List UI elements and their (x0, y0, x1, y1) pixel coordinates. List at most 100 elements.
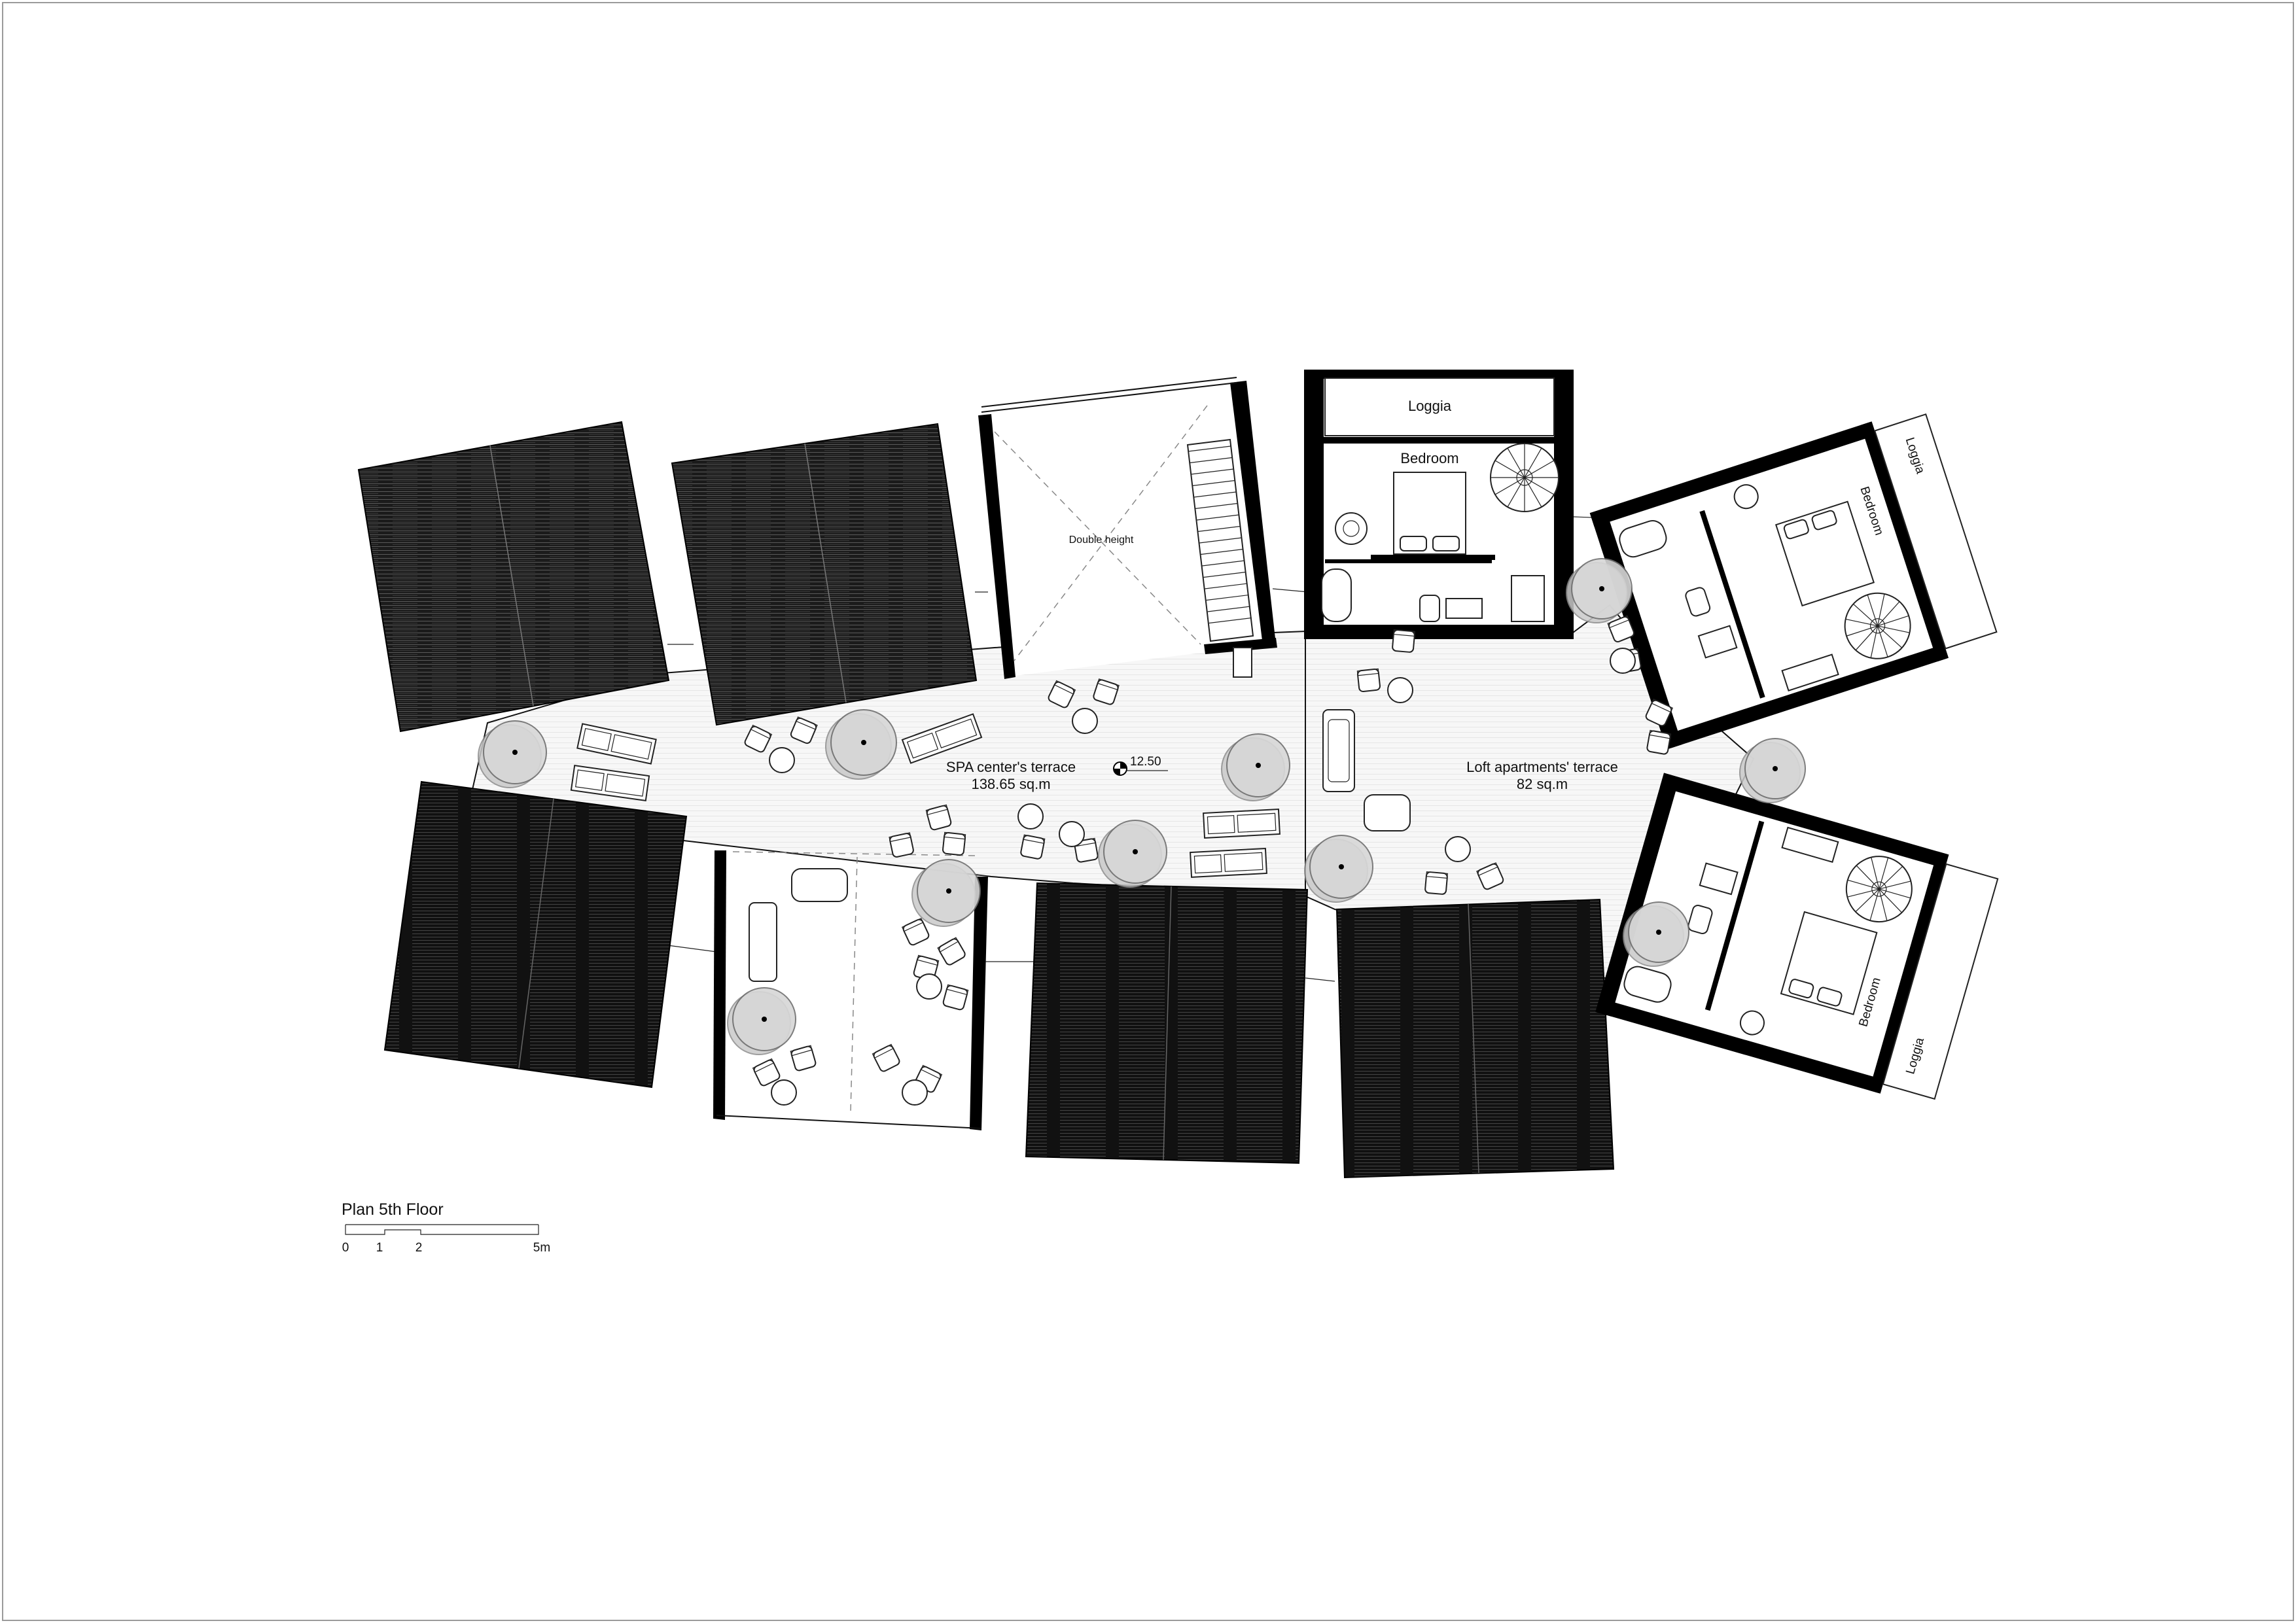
sink (1697, 625, 1738, 659)
spiral-step (1877, 625, 1903, 648)
pillow (1816, 986, 1843, 1007)
spiral-step (1879, 881, 1911, 890)
plan-caption: Plan 5th Floor (342, 1200, 444, 1219)
spiral-step (1867, 595, 1879, 626)
toilet (1685, 587, 1711, 617)
stair-step (1195, 502, 1238, 510)
spa-terrace-name: SPA center's terrace (946, 759, 1076, 775)
tree-canopy (1098, 820, 1167, 888)
stair-step (1209, 617, 1252, 624)
spiral-step (1855, 888, 1880, 913)
scale-tick-1: 1 (376, 1241, 383, 1255)
level-mark-text: 12.50 (1130, 755, 1161, 769)
stair-step (1207, 606, 1250, 612)
stair-step (1202, 560, 1245, 567)
roof-block-left (383, 780, 688, 1089)
connector-line (1305, 977, 1335, 982)
door-swing (1233, 647, 1252, 678)
chair (790, 1045, 817, 1072)
chair (1424, 871, 1448, 895)
stair-step (1199, 537, 1243, 544)
top-loggia-label: Loggia (1408, 398, 1452, 414)
stair-step (1190, 457, 1233, 464)
table (916, 973, 942, 1000)
chair (942, 831, 966, 856)
spa-terrace-area: 138.65 sq.m (971, 776, 1050, 792)
tree-canopies (478, 558, 1806, 1055)
pillow (1811, 510, 1837, 531)
stair-step (1203, 571, 1246, 578)
chair (790, 716, 818, 744)
spiral-step (1879, 857, 1889, 890)
loft-terrace-name: Loft apartments' terrace (1466, 759, 1618, 775)
stair-step (1191, 468, 1234, 475)
chair (937, 937, 966, 966)
chair (1392, 629, 1415, 653)
tree-canopy (1739, 738, 1806, 803)
spiral-step (1494, 460, 1525, 478)
chair (1607, 615, 1635, 643)
pillow (1783, 519, 1809, 540)
table (1072, 708, 1098, 734)
pillow (1432, 536, 1460, 551)
roof-block-bottom-center (1025, 882, 1309, 1164)
toilet (1687, 905, 1713, 934)
door-swing (1781, 654, 1839, 691)
spiral-step (1877, 625, 1888, 657)
spiral-stair (1845, 856, 1913, 923)
armchair (791, 868, 848, 902)
loggia-area (1882, 863, 1999, 1100)
tree-canopy (1623, 901, 1689, 967)
bathtub (1321, 568, 1352, 622)
chair (1073, 837, 1099, 863)
sun-loungers (570, 713, 1280, 879)
spiral-step (1845, 618, 1878, 627)
stair-step (1188, 445, 1231, 452)
table (1017, 803, 1044, 829)
table (769, 747, 795, 773)
top-bedroom-label: Bedroom (1400, 450, 1458, 466)
bathtub (1619, 520, 1667, 558)
spiral-step (1494, 477, 1525, 495)
tree-canopy (825, 709, 897, 780)
stair-step (1192, 480, 1235, 487)
chair (1645, 698, 1674, 727)
chair (1476, 862, 1504, 890)
scale-tick-5m: 5m (533, 1241, 550, 1255)
sun-lounger (570, 765, 650, 801)
connector-line (1272, 588, 1309, 593)
sun-lounger (576, 723, 657, 765)
table (1387, 677, 1413, 703)
top-bedroom-unit: Loggia Bedroom (1304, 370, 1574, 639)
level-marker: 12.50 (1113, 755, 1168, 776)
sun-lounger (1203, 808, 1280, 839)
tree-canopy (1221, 733, 1290, 801)
armchair (1739, 1010, 1765, 1036)
chair (1020, 834, 1046, 860)
sofa (749, 902, 777, 982)
spiral-step (1524, 477, 1555, 495)
spiral-step (1847, 879, 1879, 890)
armchair (1335, 512, 1368, 545)
chair (744, 724, 773, 753)
chair (752, 1058, 781, 1087)
spiral-step (1877, 615, 1909, 627)
double-height-block: Double height (978, 377, 1277, 679)
stair-step (1201, 548, 1244, 555)
spiral-step (1853, 603, 1878, 627)
sun-lounger (901, 713, 983, 764)
table (1610, 648, 1636, 674)
chair (1646, 729, 1672, 755)
chair (889, 832, 914, 858)
chair (1093, 678, 1120, 705)
roof-block-top-center (671, 423, 978, 726)
loggia-area (1873, 413, 1998, 650)
spiral-step (1524, 477, 1542, 508)
chair (872, 1043, 900, 1072)
bathtub (1623, 966, 1672, 1003)
spiral-step (1507, 477, 1525, 508)
spiral-step (1877, 625, 1910, 633)
chair (1048, 680, 1076, 708)
tree-canopy (911, 859, 981, 927)
